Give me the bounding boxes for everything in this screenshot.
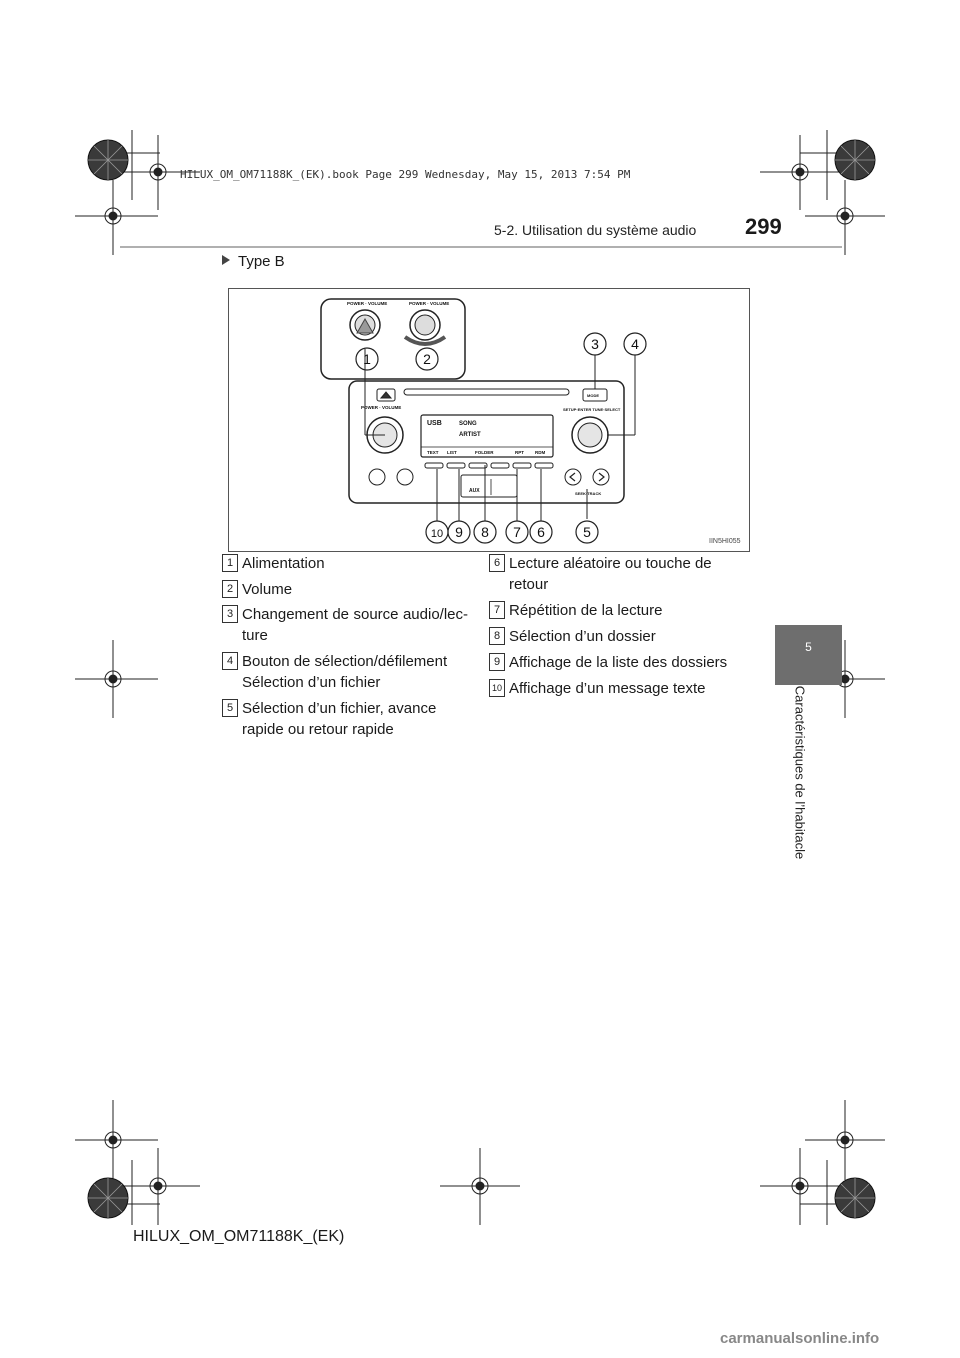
- seek-up-button: [592, 468, 610, 486]
- label-rdm: RDM: [535, 450, 545, 455]
- chapter-number: 5: [805, 640, 812, 654]
- legend-text: Affichage de la liste des dossiers: [509, 654, 728, 671]
- callout-1-num: 1: [363, 351, 371, 367]
- label-song: SONG: [459, 421, 477, 427]
- legend-number: 4: [222, 652, 238, 670]
- callout-4-num: 4: [631, 336, 639, 352]
- cd-slot: [403, 388, 570, 396]
- legend-number: 9: [489, 653, 505, 671]
- power-knob-zoom: [349, 309, 381, 341]
- label-list: LIST: [447, 450, 457, 455]
- label-mode: MODE: [587, 393, 599, 398]
- label-seek-track: SEEK·TRACK: [575, 491, 601, 496]
- preset-button-4: [490, 462, 510, 469]
- callout-9-num: 9: [455, 524, 463, 540]
- triangle-bullet-icon: [222, 255, 230, 265]
- hangup-button: [396, 468, 414, 486]
- figure-code: IIN5HI055: [709, 538, 741, 545]
- preset-button-6: [534, 462, 554, 469]
- seek-down-button: [564, 468, 582, 486]
- callout-8: [473, 520, 497, 544]
- audio-diagram: POWER · VOLUME POWER · VOLUME POWER · VO…: [320, 298, 741, 545]
- chapter-label: Caractéristiques de l’habitacle: [792, 685, 808, 860]
- preset-button-1: [424, 462, 444, 469]
- footer-code: HILUX_OM_OM71188K_(EK): [133, 1228, 345, 1245]
- label-setup: SETUP·ENTER TUNE·SELECT: [563, 407, 621, 412]
- legend-text: Affichage d’un message texte: [509, 680, 706, 697]
- section-title: 5-2. Utilisation du système audio: [494, 222, 697, 238]
- chapter-tab: [775, 625, 842, 685]
- label-rpt: RPT: [515, 450, 524, 455]
- callout-2: [415, 347, 439, 371]
- watermark: carmanualsonline.info: [720, 1330, 880, 1347]
- volume-knob-zoom: [409, 309, 441, 341]
- callout-1: [355, 347, 379, 371]
- legend-text: Sélection d’un fichier, avance rapide ou…: [242, 700, 437, 738]
- callout-6-num: 6: [537, 524, 545, 540]
- legend-text: Bouton de sélection/défilement Sélection…: [242, 653, 448, 691]
- header-rule: [120, 246, 842, 248]
- zoom-inset: [320, 298, 466, 380]
- legend-number: 2: [222, 580, 238, 598]
- callout-3: [583, 332, 607, 356]
- callout-6: [529, 520, 553, 544]
- display-screen: [420, 414, 554, 458]
- callout-2-num: 2: [423, 351, 431, 367]
- callout-5: [575, 520, 599, 544]
- preset-button-5: [512, 462, 532, 469]
- legend-number: 6: [489, 554, 505, 572]
- legend-text: Répétition de la lecture: [509, 602, 663, 619]
- legend-number: 7: [489, 601, 505, 619]
- label-folder: FOLDER: [475, 450, 494, 455]
- phone-button: [368, 468, 386, 486]
- preset-button-3: [468, 462, 488, 469]
- label-usb: USB: [427, 420, 442, 427]
- page-number: 299: [745, 214, 782, 239]
- callout-4: [623, 332, 647, 356]
- callout-7: [505, 520, 529, 544]
- audio-figure: POWER · VOLUME POWER · VOLUME POWER · VO…: [228, 288, 750, 552]
- legend-number: 10: [489, 679, 505, 697]
- legend-text: Sélection d’un dossier: [509, 628, 656, 645]
- legend-text: Lecture aléatoire ou touche de retour: [509, 555, 712, 593]
- label-power-volume-3: POWER · VOLUME: [361, 405, 401, 410]
- legend-number: 3: [222, 605, 238, 623]
- callout-5-num: 5: [583, 524, 591, 540]
- callout-8-num: 8: [481, 524, 489, 540]
- legend-text: Volume: [242, 581, 293, 598]
- audio-unit: [348, 380, 625, 504]
- callout-9: [447, 520, 471, 544]
- legend-number: 8: [489, 627, 505, 645]
- legend-number: 1: [222, 554, 238, 572]
- eject-button: [376, 388, 396, 402]
- legend-number: 5: [222, 699, 238, 717]
- label-artist: ARTIST: [459, 432, 481, 438]
- label-power-volume-2: POWER · VOLUME: [409, 301, 449, 306]
- label-aux: AUX: [469, 488, 480, 494]
- callout-7-num: 7: [513, 524, 521, 540]
- legend-text: Changement de source audio/lec-ture: [242, 606, 468, 644]
- type-heading-text: Type B: [238, 253, 285, 270]
- book-info: HILUX_OM_OM71188K_(EK).book Page 299 Wed…: [180, 168, 631, 181]
- label-text: TEXT: [427, 450, 439, 455]
- legend-text: Alimentation: [242, 555, 325, 572]
- callout-3-num: 3: [591, 336, 599, 352]
- type-heading: Type B: [222, 253, 285, 270]
- callout-10-num: 10: [431, 528, 443, 540]
- label-power-volume-1: POWER · VOLUME: [347, 301, 387, 306]
- preset-button-2: [446, 462, 466, 469]
